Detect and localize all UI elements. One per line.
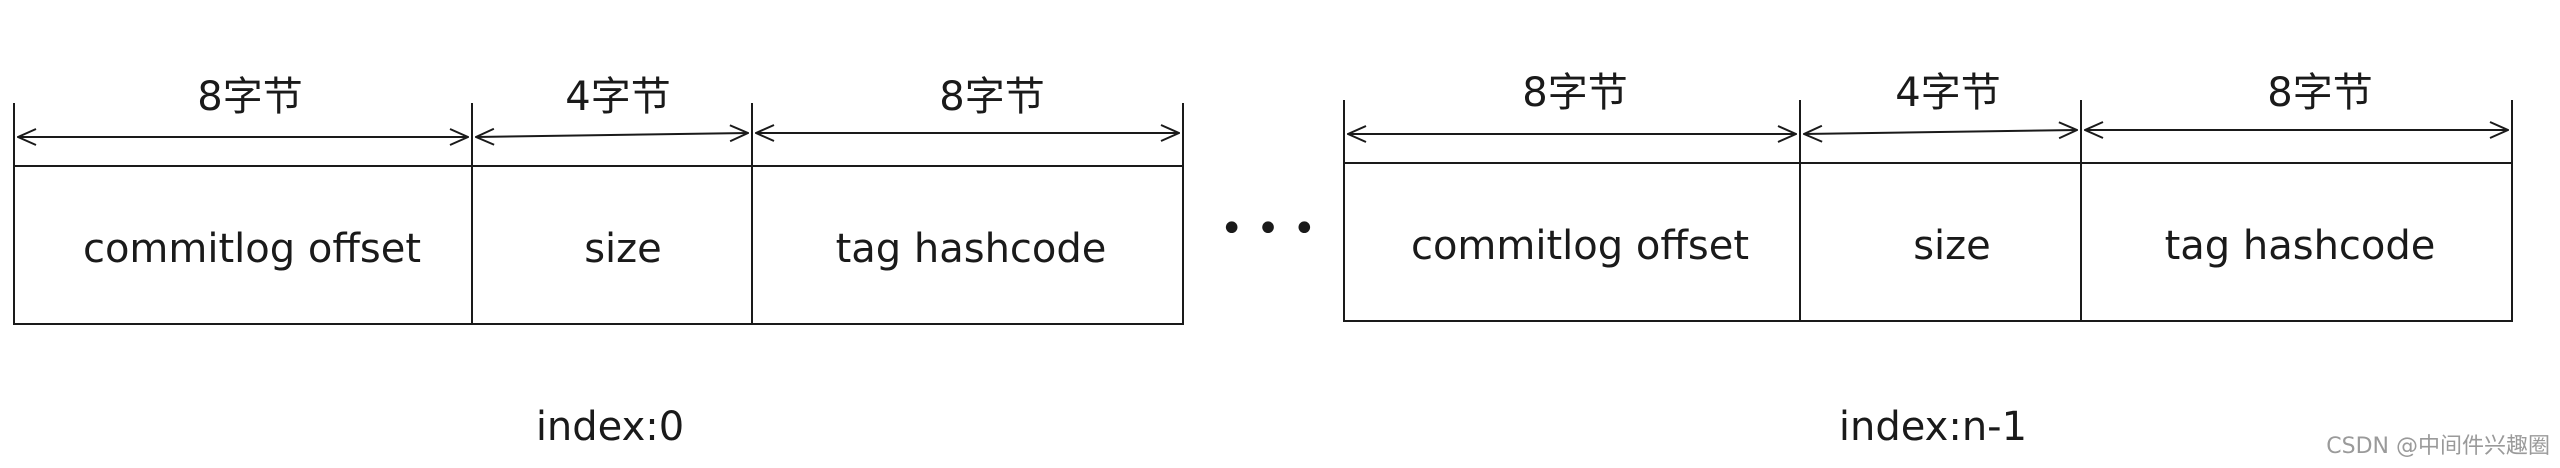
size-label-tag-hashcode-n-1: 8字节 — [2267, 70, 2372, 116]
size-label-tag-hashcode-0: 8字节 — [939, 74, 1044, 120]
entry-0: 8字节 4字节 8字节 commitlog offset size tag ha… — [13, 74, 1184, 450]
ellipsis: • • • — [1220, 206, 1316, 252]
field-name-size-n-1: size — [1913, 223, 1991, 269]
entry-n-1: 8字节 4字节 8字节 commitlog offset size tag ha… — [1343, 70, 2513, 450]
entry-n-1-boxes — [1343, 162, 2513, 322]
entry-0-boxes — [13, 165, 1184, 325]
field-box-tag-hashcode-0 — [751, 165, 1184, 325]
field-name-tag-hashcode-0: tag hashcode — [836, 226, 1107, 272]
index-label-0: index:0 — [536, 404, 684, 450]
size-label-commitlog-offset-n-1: 8字节 — [1522, 70, 1627, 116]
size-dimensions-0 — [13, 103, 1184, 165]
field-name-tag-hashcode-n-1: tag hashcode — [2165, 223, 2436, 269]
field-box-tag-hashcode-n-1 — [2080, 162, 2513, 322]
field-box-commitlog-offset-0 — [13, 165, 473, 325]
field-name-commitlog-offset-n-1: commitlog offset — [1411, 223, 1749, 269]
size-label-size-n-1: 4字节 — [1895, 70, 2000, 116]
index-label-n-1: index:n-1 — [1839, 404, 2027, 450]
field-box-size-0 — [471, 165, 753, 325]
size-dimensions-n-1 — [1343, 100, 2513, 162]
size-label-commitlog-offset-0: 8字节 — [197, 74, 302, 120]
field-name-commitlog-offset-0: commitlog offset — [83, 226, 421, 272]
field-name-size-0: size — [584, 226, 662, 272]
size-label-size-0: 4字节 — [565, 74, 670, 120]
field-box-size-n-1 — [1799, 162, 2082, 322]
watermark: CSDN @中间件兴趣圈 — [2326, 434, 2550, 459]
